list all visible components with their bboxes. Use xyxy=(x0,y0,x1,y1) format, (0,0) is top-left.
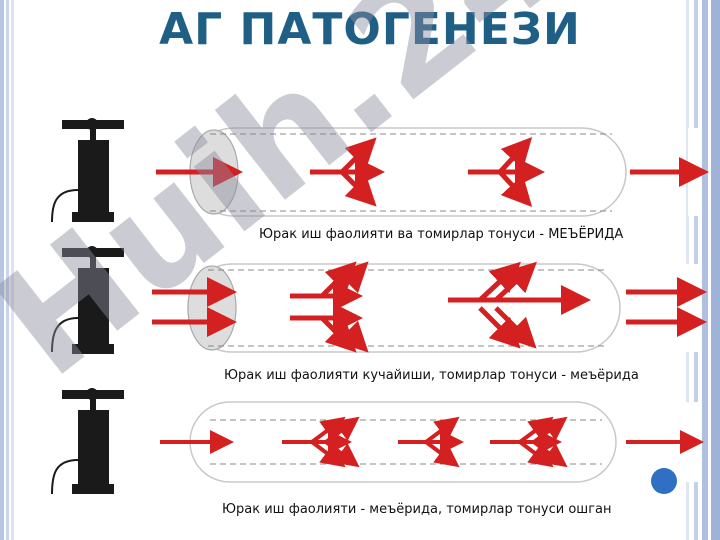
decor-dot xyxy=(651,468,677,494)
row-caption: Юрак иш фаолияти кучайиши, томирлар тону… xyxy=(224,368,639,383)
slide-title: АГ ПАТОГЕНЕЗИ xyxy=(159,4,581,55)
arrow-icon xyxy=(152,261,707,353)
tube-icon xyxy=(189,127,702,217)
pump-icon xyxy=(51,388,124,495)
tube-icon xyxy=(187,263,700,353)
row-caption: Юрак иш фаолияти - меъёрида, томирлар то… xyxy=(222,502,612,517)
row-caption: Юрак иш фаолияти ва томирлар тонуси - МЕ… xyxy=(259,227,624,242)
pump-icon xyxy=(51,118,124,223)
arrow-icon xyxy=(156,136,709,208)
left-decor-band xyxy=(0,0,14,540)
pump-icon xyxy=(51,246,124,354)
arrow-icon xyxy=(160,416,704,468)
